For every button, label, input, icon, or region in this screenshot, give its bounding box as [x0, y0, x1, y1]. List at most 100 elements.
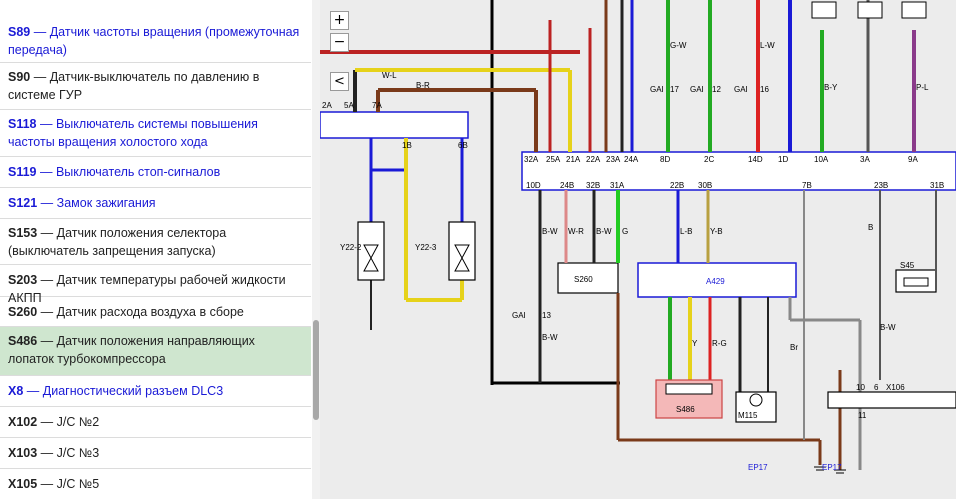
collapse-sidebar-button[interactable]: <: [330, 72, 349, 91]
wire-label-y-b: Y-B: [710, 227, 723, 236]
sidebar-item-s119[interactable]: S119 — Выключатель стоп-сигналов: [0, 157, 311, 188]
label-x106: X106: [886, 383, 905, 392]
pin-7b: 7B: [802, 181, 812, 190]
component-description: Выключатель стоп-сигналов: [55, 165, 221, 179]
separator: —: [30, 25, 50, 39]
wire-label-g: G: [622, 227, 628, 236]
pin-23a: 23A: [606, 155, 621, 164]
component-code: X103: [8, 446, 38, 460]
pin-23b: 23B: [874, 181, 888, 190]
label-s45: S45: [900, 261, 915, 270]
sidebar-item-s486[interactable]: S486 — Датчик положения направляющих лоп…: [0, 327, 311, 376]
wire-label-b-y: B-Y: [824, 83, 838, 92]
wiring-diagram-viewport[interactable]: Y22-2 Y22-3 S260 A429 S45 S486 M115 X106…: [320, 0, 956, 499]
y22-2-valve: [357, 221, 385, 281]
component-description: Диагностический разъем DLC3: [42, 384, 224, 398]
pin-3a: 3A: [860, 155, 870, 164]
pin-5a: 5A: [344, 101, 354, 110]
label-s260: S260: [574, 275, 593, 284]
label-ep17-b: EP17: [822, 463, 842, 472]
sidebar-item-x102[interactable]: X102 — J/C №2: [0, 407, 311, 438]
pin-10a: 10A: [814, 155, 829, 164]
y22-3-valve: [448, 221, 476, 281]
sidebar-item-x103[interactable]: X103 — J/C №3: [0, 438, 311, 469]
sidebar-item-s90[interactable]: S90 — Датчик-выключатель по давлению в с…: [0, 63, 311, 110]
component-description: J/C №2: [56, 415, 100, 429]
wire-label-b-w2: B-W: [596, 227, 612, 236]
sidebar-scrollbar[interactable]: [312, 0, 320, 499]
wire-label-b: B: [868, 223, 873, 232]
component-description: J/C №5: [56, 477, 100, 491]
gai-13: GAI: [512, 311, 526, 320]
separator: —: [37, 477, 57, 491]
component-code: X8: [8, 384, 24, 398]
pin-31a: 31A: [610, 181, 625, 190]
component-description: Выключатель системы повышения частоты вр…: [8, 117, 258, 149]
component-code: X105: [8, 477, 38, 491]
wire-label-w-r: W-R: [568, 227, 584, 236]
sidebar-item-s203[interactable]: S203 — Датчик температуры рабочей жидкос…: [0, 265, 311, 305]
separator: —: [37, 415, 57, 429]
separator: —: [36, 165, 56, 179]
zoom-in-button[interactable]: +: [330, 11, 349, 30]
component-code: S90: [8, 70, 31, 84]
pin-13: 13: [542, 311, 551, 320]
pin-2c: 2C: [704, 155, 714, 164]
sidebar-component-list: S89 — Датчик частоты вращения (промежуто…: [0, 0, 312, 499]
separator: —: [30, 70, 50, 84]
sidebar-item-s260[interactable]: S260 — Датчик расхода воздуха в сборе: [0, 297, 311, 327]
pin-22b: 22B: [670, 181, 684, 190]
x106-pin-10: 10: [856, 383, 865, 392]
component-description: Датчик-выключатель по давлению в системе…: [8, 70, 260, 102]
pin-8d: 8D: [660, 155, 670, 164]
label-a429: A429: [706, 277, 725, 286]
sidebar-item-s89[interactable]: S89 — Датчик частоты вращения (промежуто…: [0, 18, 311, 63]
separator: —: [37, 446, 57, 460]
wire-label-l-w: L-W: [760, 41, 775, 50]
label-m115: M115: [738, 411, 758, 420]
wire-label-br: Br: [790, 343, 798, 352]
component-description: Датчик температуры рабочей жидкости АКПП: [8, 273, 286, 305]
component-code: S203: [8, 273, 38, 287]
component-code: S153: [8, 226, 38, 240]
a429-module: [637, 262, 797, 298]
separator: —: [37, 196, 57, 210]
sidebar-item-s121[interactable]: S121 — Замок зажигания: [0, 188, 311, 219]
sidebar-item-x8[interactable]: X8 — Диагностический разъем DLC3: [0, 376, 311, 407]
component-description: Датчик положения селектора (выключатель …: [8, 226, 227, 258]
sidebar-item-x105[interactable]: X105 — J/C №5: [0, 469, 311, 499]
sidebar-item-s153[interactable]: S153 — Датчик положения селектора (выклю…: [0, 219, 311, 265]
separator: —: [36, 117, 56, 131]
wire-label-l-b: L-B: [680, 227, 692, 236]
component-code: S260: [8, 305, 38, 319]
x106-pin-6: 6: [874, 383, 879, 392]
s260-sensor: [557, 262, 619, 294]
pin-2a: 2A: [322, 101, 332, 110]
separator: —: [37, 273, 57, 287]
wire-label-b-r: B-R: [416, 81, 430, 90]
pin-31b: 31B: [930, 181, 944, 190]
component-description: Датчик расхода воздуха в сборе: [56, 305, 244, 319]
gai-17: GAI: [650, 85, 664, 94]
label-s486: S486: [676, 405, 695, 414]
connector-bar-left: [320, 111, 469, 139]
component-description: Датчик положения направляющих лопаток ту…: [8, 334, 255, 366]
pin-9a: 9A: [908, 155, 918, 164]
wire-label-y: Y: [692, 339, 698, 348]
zoom-out-button[interactable]: −: [330, 33, 349, 52]
pin-16: 16: [760, 85, 769, 94]
component-code: S121: [8, 196, 38, 210]
pin-7a: 7A: [372, 101, 382, 110]
scrollbar-thumb[interactable]: [313, 320, 319, 420]
label-y22-3: Y22-3: [415, 243, 437, 252]
component-description: Замок зажигания: [56, 196, 156, 210]
sidebar-item-s118[interactable]: S118 — Выключатель системы повышения час…: [0, 110, 311, 157]
gai-12: GAI: [690, 85, 704, 94]
label-y22-2: Y22-2: [340, 243, 362, 252]
component-code: S486: [8, 334, 38, 348]
pin-24a: 24A: [624, 155, 639, 164]
pin-12: 12: [712, 85, 721, 94]
pin-14d: 14D: [748, 155, 763, 164]
component-code: X102: [8, 415, 38, 429]
component-description: Датчик частоты вращения (промежуточная п…: [8, 25, 300, 57]
